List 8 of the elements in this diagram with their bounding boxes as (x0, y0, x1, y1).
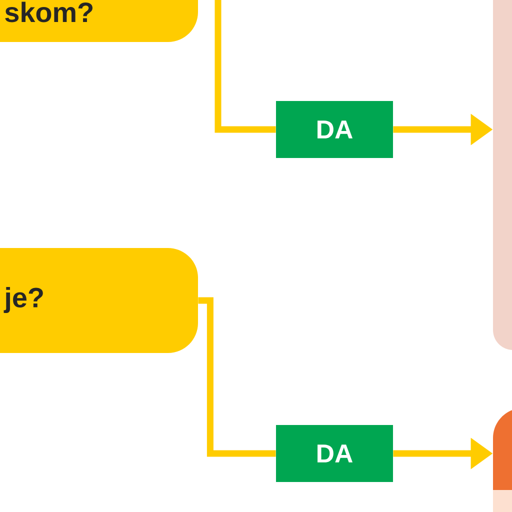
connector (198, 297, 276, 457)
answer-box: DA (276, 425, 393, 482)
result-box (493, 408, 512, 512)
question-box: skom? (0, 0, 198, 42)
connector (214, 0, 276, 133)
panel (493, 0, 512, 350)
question-box: je? (0, 248, 198, 353)
answer-box: DA (276, 101, 393, 158)
